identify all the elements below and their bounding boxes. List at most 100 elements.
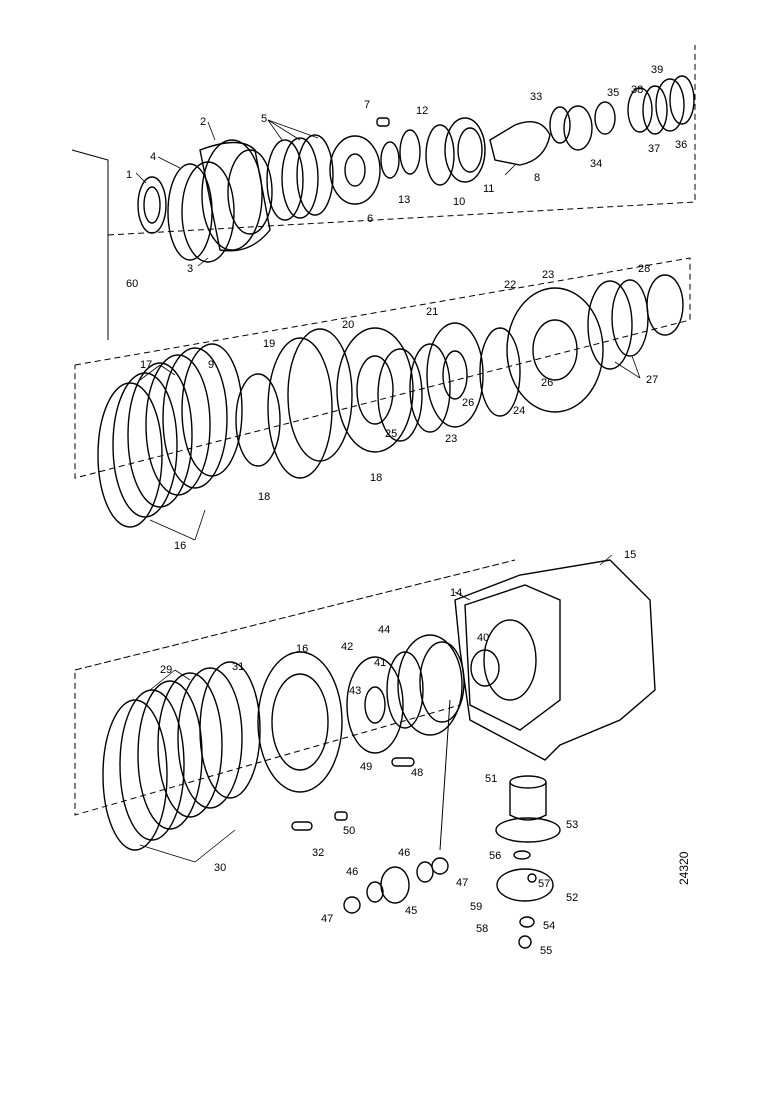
callout-41: 41 (374, 657, 386, 669)
part-56-ring (513, 850, 531, 860)
callout-8-upper: 8 (534, 172, 540, 184)
part-46-gear-right (416, 861, 434, 883)
callout-39: 39 (651, 64, 663, 76)
callout-10: 10 (453, 196, 465, 208)
callout-19: 19 (263, 338, 275, 350)
callout-57: 57 (538, 878, 550, 890)
part-52-cover (496, 868, 554, 902)
figure-number: 24320 (677, 851, 691, 885)
part-55-nut (518, 935, 532, 949)
part-41-ring (386, 651, 424, 729)
lower-row-parts (102, 559, 656, 949)
callout-40: 40 (477, 632, 489, 644)
part-44-drum (397, 634, 463, 736)
part-31-piston (257, 651, 343, 793)
callout-23-top: 23 (542, 269, 554, 281)
callout-59: 59 (470, 901, 482, 913)
callout-38: 38 (631, 84, 643, 96)
callout-35: 35 (607, 87, 619, 99)
leader-housing (439, 699, 451, 851)
callout-2: 2 (200, 116, 206, 128)
part-53-flange (495, 817, 561, 843)
part-47-washer-left (343, 896, 361, 914)
callout-56: 56 (489, 850, 501, 862)
callout-47-left: 47 (321, 913, 333, 925)
callout-60: 60 (126, 278, 138, 290)
part-8-shaft (489, 121, 551, 166)
frame-upper (107, 45, 696, 236)
callout-4: 4 (150, 151, 156, 163)
part-16-plates (97, 382, 163, 528)
callout-45: 45 (405, 905, 417, 917)
part-45-gear (380, 866, 410, 904)
part-40-shaft (470, 649, 500, 687)
part-33-bearing (549, 106, 571, 144)
part-5-rings (266, 139, 304, 221)
callout-21: 21 (426, 306, 438, 318)
callout-16-middle: 16 (174, 540, 186, 552)
part-42-plate (346, 656, 404, 754)
part-22-drum (506, 287, 604, 413)
middle-row-parts (97, 274, 684, 528)
part-48-pin (391, 757, 415, 767)
callout-49: 49 (360, 761, 372, 773)
callout-5: 5 (261, 113, 267, 125)
callout-53: 53 (566, 819, 578, 831)
callout-22: 22 (504, 279, 516, 291)
callout-6: 6 (367, 213, 373, 225)
part-19-ring (287, 328, 353, 462)
callout-labels: 1 4 2 3 5 7 12 6 13 10 11 8 33 34 35 38 … (126, 64, 687, 957)
callout-27: 27 (646, 374, 658, 386)
part-13-ring (380, 141, 400, 179)
callout-54: 54 (543, 920, 555, 932)
part-54-washer (519, 916, 535, 928)
callout-46-right: 46 (398, 847, 410, 859)
part-29-plates (157, 672, 223, 818)
callout-32: 32 (312, 847, 324, 859)
part-15-housing (454, 559, 656, 761)
part-34-gear (563, 105, 593, 151)
part-47-washer-right (431, 857, 449, 875)
callout-43: 43 (349, 685, 361, 697)
callout-47-right: 47 (456, 877, 468, 889)
part-25-ring (377, 348, 423, 442)
part-6-piston (329, 135, 381, 205)
part-9-gear (235, 373, 281, 467)
part-30-plates (102, 699, 168, 851)
part-23-ring (409, 343, 451, 433)
part-51-gear-top (509, 775, 547, 789)
callout-46-left: 46 (346, 866, 358, 878)
callout-58: 58 (476, 923, 488, 935)
callout-50: 50 (343, 825, 355, 837)
callout-42: 42 (341, 641, 353, 653)
part-11-carrier (444, 117, 486, 183)
callout-48: 48 (411, 767, 423, 779)
part-46-gear-left (366, 881, 384, 903)
part-3-ring (181, 161, 235, 263)
callout-26-right: 26 (541, 377, 553, 389)
callout-28: 28 (638, 263, 650, 275)
callout-3: 3 (187, 263, 193, 275)
callout-25: 25 (385, 428, 397, 440)
part-12-ring (399, 129, 421, 175)
upper-row-parts (137, 75, 695, 263)
callout-18-left: 18 (258, 491, 270, 503)
callout-15: 15 (624, 549, 636, 561)
part-21-disc (426, 322, 484, 428)
callout-23-bottom: 23 (445, 433, 457, 445)
callout-12: 12 (416, 105, 428, 117)
callout-1: 1 (126, 169, 132, 181)
part-35-hub (594, 101, 616, 135)
part-18-ring (267, 337, 333, 479)
callout-31: 31 (232, 661, 244, 673)
callout-34: 34 (590, 158, 602, 170)
frame-lower (74, 559, 516, 816)
part-39-ring (669, 75, 695, 125)
callout-55: 55 (540, 945, 552, 957)
callout-20: 20 (342, 319, 354, 331)
callout-37: 37 (648, 143, 660, 155)
part-28-ring (646, 274, 684, 336)
leader-lines (135, 119, 641, 863)
part-38-ring (627, 87, 653, 133)
